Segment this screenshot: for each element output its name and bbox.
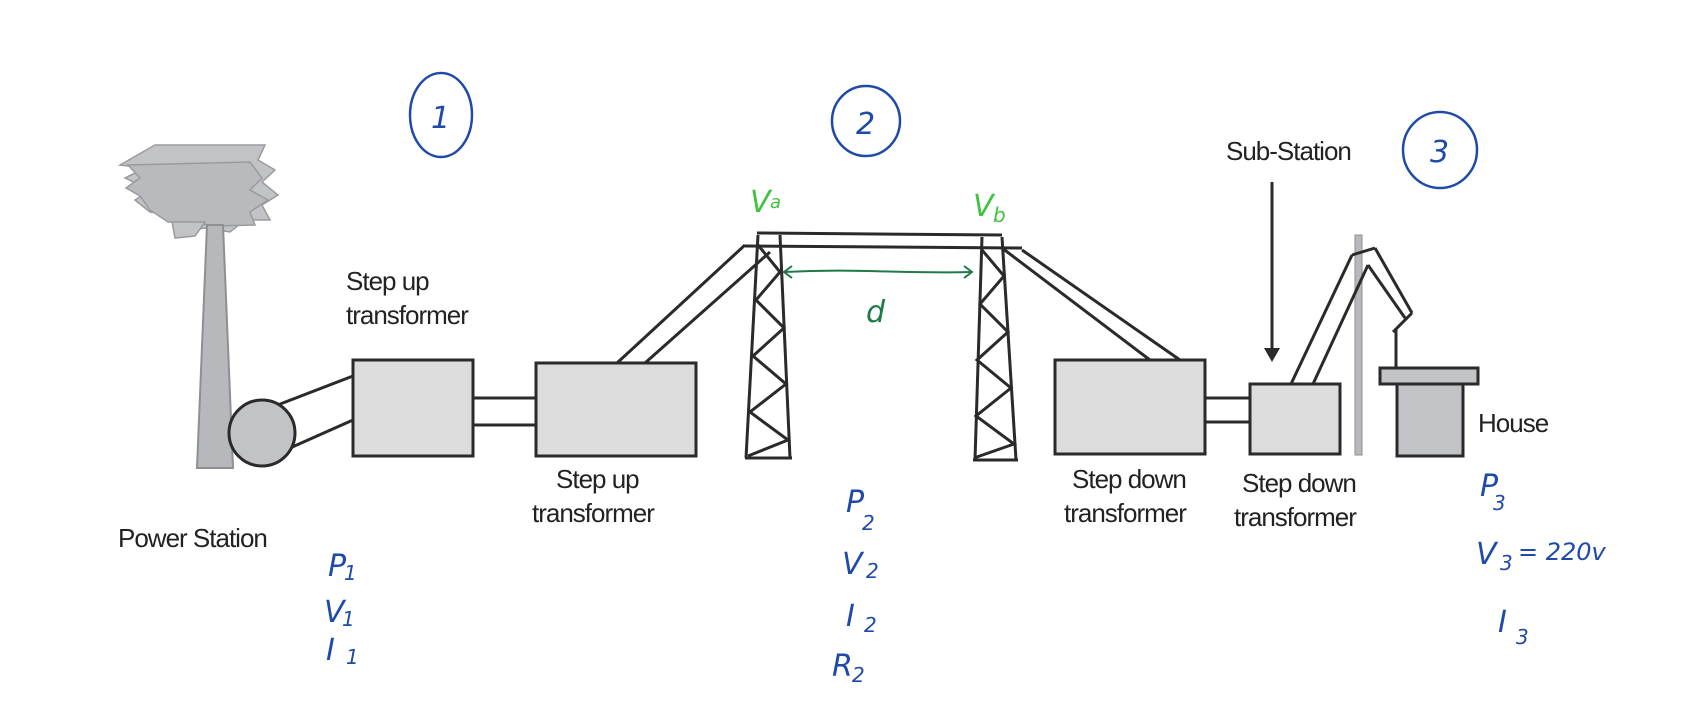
utility-pole (1354, 234, 1363, 456)
vb-sub: b (993, 203, 1006, 227)
i1-sub: 1 (346, 645, 359, 669)
p2-label: P (846, 485, 865, 520)
i3-label: I (1498, 605, 1507, 640)
v2-sub: 2 (866, 559, 879, 583)
power-station-label: Power Station (118, 523, 267, 553)
i3-sub: 3 (1516, 625, 1529, 649)
smoke-cloud (117, 144, 280, 239)
v2-label: V (842, 547, 865, 582)
stage-circle-2 (830, 84, 902, 158)
step-up-1-label-line2: transformer (346, 300, 469, 330)
r2-label: R (832, 649, 853, 684)
distance-label: d (866, 295, 886, 330)
step-down-transformer-2 (1248, 382, 1342, 456)
distance-marker (782, 265, 974, 279)
step-down-1-label-line1: Step down (1072, 464, 1186, 494)
i2-sub: 2 (864, 613, 877, 637)
v3-label: V (1476, 537, 1499, 572)
step-down-2-label-line2: transformer (1234, 502, 1357, 532)
p1-sub: 1 (344, 561, 357, 585)
step-up-2-label-line2: transformer (532, 498, 655, 528)
house-roof (1378, 366, 1480, 386)
p3-sub: 3 (1493, 491, 1506, 515)
p2-sub: 2 (862, 511, 875, 535)
sub-station-label: Sub-Station (1226, 136, 1351, 166)
connector-1-2 (473, 396, 536, 427)
r2-sub: 2 (852, 663, 865, 687)
vb-label: V (973, 189, 996, 224)
step-up-transformer-1 (351, 358, 475, 458)
v1-label: V (324, 595, 347, 630)
step-up-transformer-2 (534, 361, 698, 458)
step-up-1-label-line1: Step up (346, 266, 429, 296)
stage-circle-1 (408, 71, 474, 159)
va-label: V (750, 185, 773, 220)
i2-label: I (846, 599, 855, 634)
transmission-tower-a (744, 234, 792, 460)
v3-sub: 3 (1500, 551, 1513, 575)
p1-label: P (328, 549, 347, 584)
step-down-1-label-line2: transformer (1064, 498, 1187, 528)
line-to-tower-a (615, 243, 771, 365)
transmission-tower-b (973, 236, 1018, 462)
connector-sd (1205, 396, 1250, 424)
v1-sub: 1 (342, 607, 355, 631)
stage-number-1: 1 (431, 101, 450, 136)
line-to-house (1289, 246, 1414, 385)
step-down-transformer-1 (1053, 358, 1207, 456)
chimney (195, 224, 235, 469)
house-body (1395, 382, 1465, 458)
stage-number-2: 2 (856, 107, 875, 142)
arrow-head (1264, 348, 1280, 362)
i1-label: I (326, 633, 335, 668)
va-sub: a (770, 192, 781, 213)
p3-label: P (1480, 469, 1499, 504)
step-down-2-label-line1: Step down (1242, 468, 1356, 498)
stage-number-3: 3 (1430, 135, 1449, 170)
conductor-top (744, 231, 1023, 250)
house-label: House (1478, 408, 1549, 438)
step-up-2-label-line1: Step up (556, 464, 639, 494)
stage-circle-3 (1401, 110, 1479, 190)
v3-value: = 220v (1518, 538, 1607, 566)
generator (227, 398, 297, 468)
line-from-tower-b (1001, 246, 1181, 362)
